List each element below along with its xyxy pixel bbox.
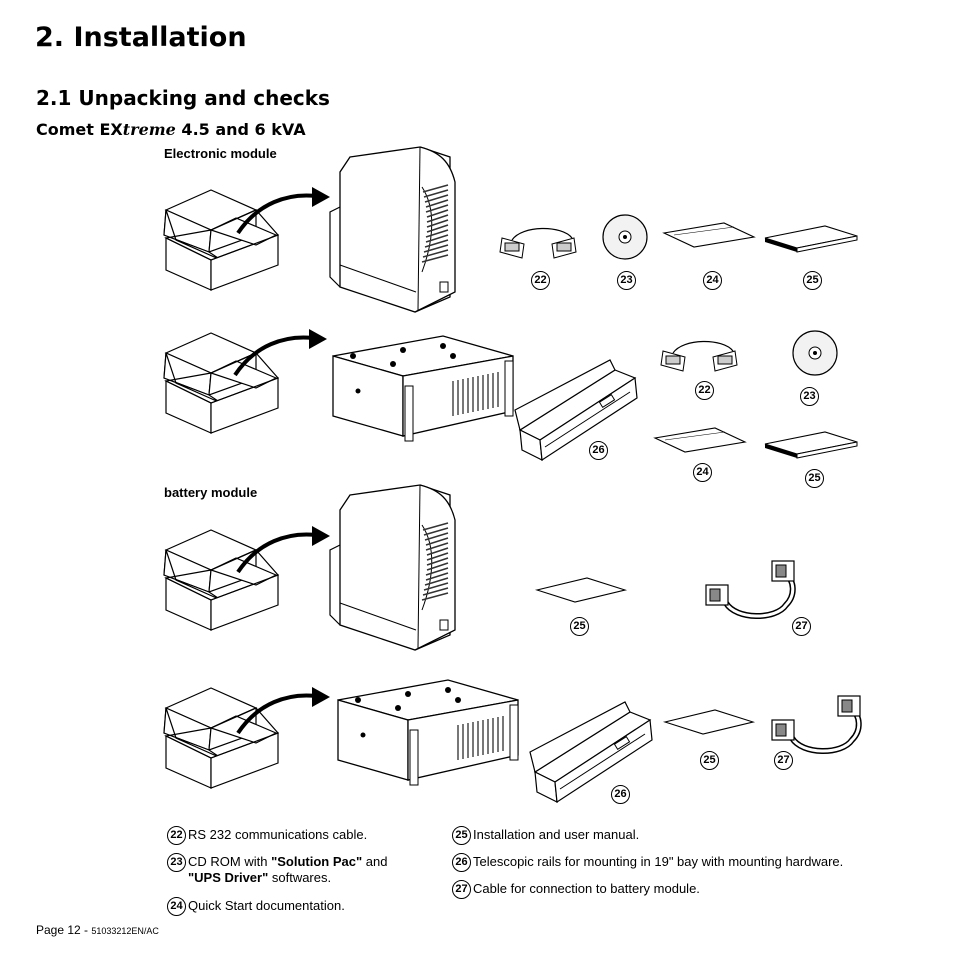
callout-23: 23 xyxy=(617,271,636,290)
legend-text: RS 232 communications cable. xyxy=(188,827,368,842)
legend-text-part: CD ROM with xyxy=(188,854,272,869)
callout-27: 27 xyxy=(774,751,793,770)
legend-number: 24 xyxy=(167,897,186,916)
callout-22: 22 xyxy=(531,271,550,290)
page-number: Page 12 - xyxy=(36,923,92,937)
legend-text: CD ROM with "Solution Pac" and "UPS Drive… xyxy=(188,854,387,886)
legend-text: Cable for connection to battery module. xyxy=(473,881,700,896)
legend-item: 22 RS 232 communications cable. xyxy=(167,826,447,845)
subtitle-part: 4.5 and 6 kVA xyxy=(175,120,306,139)
subsection-heading: Comet EXtreme 4.5 and 6 kVA xyxy=(36,120,306,139)
callout-25: 25 xyxy=(803,271,822,290)
legend-number: 27 xyxy=(452,880,471,899)
legend-number: 26 xyxy=(452,853,471,872)
legend-number: 25 xyxy=(452,826,471,845)
legend-item: 24 Quick Start documentation. xyxy=(167,897,447,916)
section-heading: 2.1 Unpacking and checks xyxy=(36,86,330,110)
callout-24: 24 xyxy=(693,463,712,482)
page-footer: Page 12 - 51033212EN/AC xyxy=(36,923,159,937)
callout-26: 26 xyxy=(589,441,608,460)
document-code: 51033212EN/AC xyxy=(91,926,159,936)
page-title: 2. Installation xyxy=(35,22,247,53)
callout-23: 23 xyxy=(800,387,819,406)
legend-text-part: and xyxy=(362,854,388,869)
callout-25: 25 xyxy=(700,751,719,770)
legend-text-bold: "Solution Pac" xyxy=(271,854,363,869)
legend-text-part: softwares. xyxy=(268,870,332,885)
legend-number: 22 xyxy=(167,826,186,845)
electronic-module-label: Electronic module xyxy=(164,146,277,161)
legend-item: 27 Cable for connection to battery modul… xyxy=(452,880,932,899)
legend-number: 23 xyxy=(167,853,186,872)
subtitle-part: Comet EX xyxy=(36,120,123,139)
callout-25: 25 xyxy=(805,469,824,488)
legend-text: Telescopic rails for mounting in 19" bay… xyxy=(473,854,844,869)
legend-text-bold: "UPS Driver" xyxy=(188,870,269,885)
legend-item: 25 Installation and user manual. xyxy=(452,826,932,845)
callout-22: 22 xyxy=(695,381,714,400)
subtitle-italic: treme xyxy=(122,120,176,139)
callout-25: 25 xyxy=(570,617,589,636)
legend-item: 23 CD ROM with "Solution Pac" and "UPS Dr… xyxy=(167,853,447,889)
callout-24: 24 xyxy=(703,271,722,290)
callout-27: 27 xyxy=(792,617,811,636)
legend-item: 26 Telescopic rails for mounting in 19" … xyxy=(452,853,932,872)
legend-text: Quick Start documentation. xyxy=(188,898,345,913)
legend-text: Installation and user manual. xyxy=(473,827,640,842)
battery-module-label: battery module xyxy=(164,485,258,500)
callout-26: 26 xyxy=(611,785,630,804)
